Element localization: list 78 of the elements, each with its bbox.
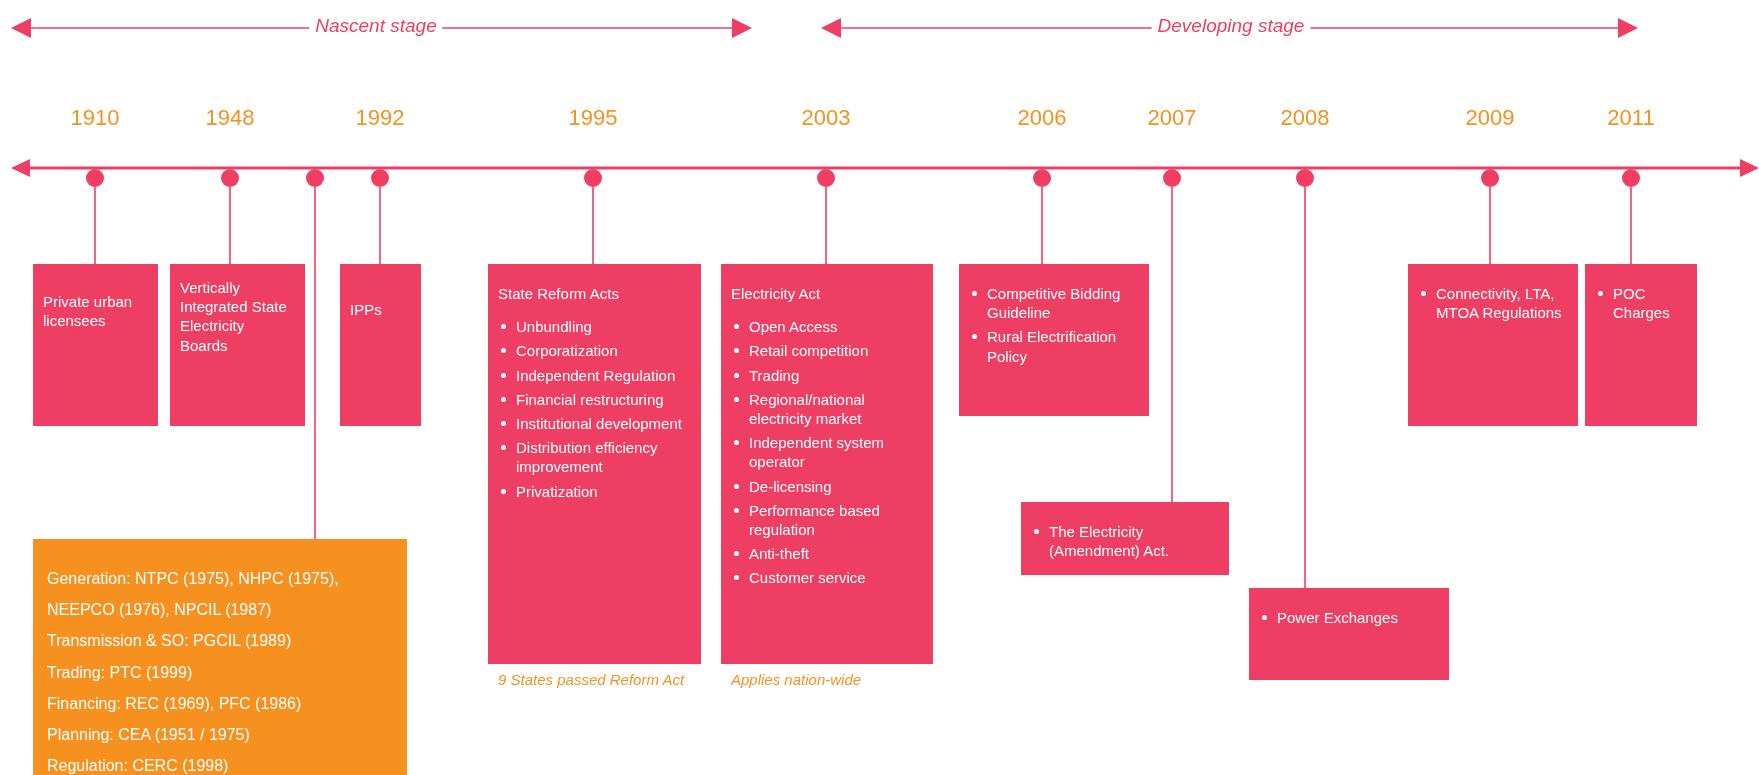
- timeline-dot: [221, 169, 239, 187]
- event-box: [488, 264, 701, 664]
- event-box: [1408, 264, 1578, 426]
- footnote-text: Applies nation-wide: [731, 670, 863, 690]
- bullet-item: Corporatization: [498, 341, 691, 361]
- year-label: 2006: [1017, 105, 1067, 131]
- event-box: [1021, 502, 1229, 575]
- bullet-item: Power Exchanges: [1259, 608, 1439, 628]
- timeline-dot: [86, 169, 104, 187]
- bullet-item: Competitive Bidding Guideline: [969, 284, 1139, 323]
- bullet-item: Performance based regulation: [731, 500, 923, 540]
- box-text: Trading: PTC (1999): [47, 662, 194, 683]
- bullet-item: Open Access: [731, 317, 923, 337]
- connector-line: [1304, 186, 1306, 589]
- organization-box: [33, 539, 407, 775]
- bullet-item: Institutional development: [498, 413, 691, 434]
- box-text: Planning: CEA (1951 / 1975): [47, 724, 251, 745]
- bullet-item: Unbundling: [498, 317, 691, 337]
- box-text: Generation: NTPC (1975), NHPC (1975), NEEPCO (1976), NPCIL (1987): [47, 569, 340, 621]
- timeline-dot: [1163, 169, 1181, 187]
- bullet-item: Connectivity, LTA, MTOA Regulations: [1418, 284, 1568, 323]
- timeline-dot: [371, 169, 389, 187]
- timeline-dot: [1481, 169, 1499, 187]
- timeline-dot: [1622, 169, 1640, 187]
- year-label: 2008: [1280, 105, 1330, 131]
- box-heading: State Reform Acts: [498, 284, 620, 304]
- year-label: 2011: [1607, 105, 1655, 131]
- connector-line: [1489, 186, 1491, 265]
- timeline-dot: [584, 169, 602, 187]
- bullet-item: Anti-theft: [731, 544, 923, 564]
- box-text: Vertically Integrated State Electricity Boards: [180, 278, 288, 355]
- footnote-text: 9 States passed Reform Act: [498, 670, 686, 690]
- timeline-dot: [1296, 169, 1314, 187]
- connector-line: [1630, 186, 1632, 265]
- year-label: 1948: [205, 105, 255, 131]
- year-label: 1992: [355, 105, 405, 131]
- box-text: Transmission & SO: PGCIL (1989): [47, 631, 293, 652]
- timeline-dot: [306, 169, 324, 187]
- year-label: 2007: [1147, 105, 1197, 131]
- year-label: 1995: [568, 105, 618, 131]
- event-box: [959, 264, 1149, 416]
- timeline-dot: [817, 169, 835, 187]
- bullet-item: Privatization: [498, 481, 691, 501]
- bullet-item: Financial restructuring: [498, 389, 691, 409]
- box-text: IPPs: [350, 300, 383, 320]
- event-box: [1585, 264, 1697, 426]
- bullet-item: Independent system operator: [731, 433, 923, 472]
- bullet-item: Independent Regulation: [498, 365, 691, 385]
- bullet-item: Retail competition: [731, 341, 923, 361]
- event-box: [340, 264, 421, 426]
- connector-line: [379, 186, 381, 265]
- connector-line: [94, 186, 96, 265]
- year-label: 2009: [1465, 105, 1515, 131]
- bullet-item: Regional/national electricity market: [731, 389, 923, 429]
- year-label: 2003: [801, 105, 851, 131]
- box-heading: Electricity Act: [731, 284, 822, 304]
- timeline-dot: [1033, 169, 1051, 187]
- year-label: 1910: [70, 105, 120, 131]
- event-box: [1249, 588, 1449, 680]
- bullet-item: Trading: [731, 365, 923, 385]
- bullet-item: De-licensing: [731, 476, 923, 496]
- connector-line: [1171, 186, 1173, 503]
- connector-line: [825, 186, 827, 265]
- bullet-item: POC Charges: [1595, 284, 1687, 323]
- bullet-item: Distribution efficiency improvement: [498, 438, 691, 477]
- connector-line: [314, 186, 316, 540]
- bullet-item: Customer service: [731, 568, 923, 588]
- box-text: Private urban licensees: [43, 292, 134, 331]
- bullet-item: The Electricity (Amendment) Act.: [1031, 522, 1219, 561]
- connector-line: [1041, 186, 1043, 265]
- connector-line: [592, 186, 594, 265]
- connector-line: [229, 186, 231, 265]
- box-text: Regulation: CERC (1998): [47, 756, 230, 775]
- bullet-item: Rural Electrification Policy: [969, 327, 1139, 366]
- event-box: [170, 264, 305, 426]
- event-box: [721, 264, 933, 664]
- event-box: [33, 264, 158, 426]
- box-text: Financing: REC (1969), PFC (1986): [47, 693, 303, 714]
